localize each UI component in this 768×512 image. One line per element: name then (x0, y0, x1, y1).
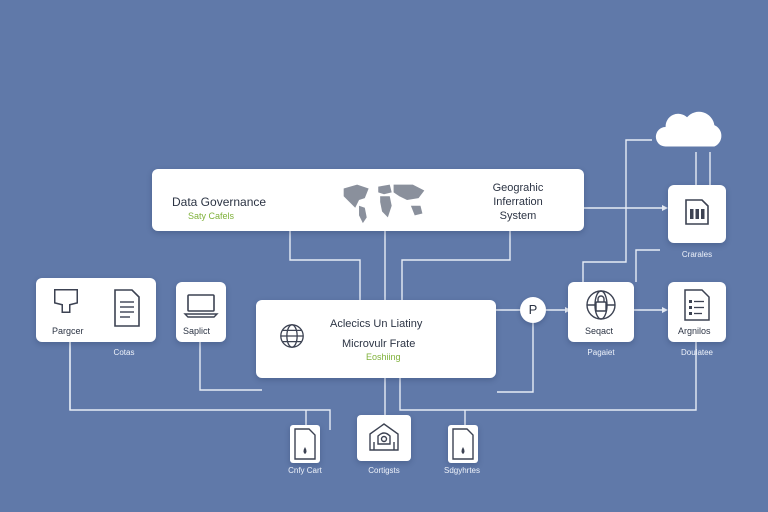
top-right-node (668, 185, 726, 243)
governance-banner: Data Governance Saty Cafels Geograhic In… (152, 169, 584, 231)
right-node: Seqact (568, 282, 634, 342)
left-node-label: Pargcer (52, 326, 84, 336)
mid-left-node: Saplict (176, 282, 226, 342)
bottom-node-3 (448, 425, 478, 463)
center-card-title: Aclecics Un Liatiny (330, 318, 423, 330)
globe-icon (280, 324, 304, 348)
file-table-icon (685, 199, 709, 225)
laptop-icon (183, 294, 219, 318)
center-card-subtitle: Microvulr Frate (342, 338, 416, 350)
list-document-icon (684, 289, 710, 321)
bottom-node-2-label: Cortigsts (368, 466, 400, 475)
bottom-node-2 (357, 415, 411, 461)
world-map-icon (343, 184, 425, 224)
document-icon (114, 289, 140, 327)
cloud-icon (655, 111, 722, 147)
bottom-node-1-label: Cnfy Cart (288, 466, 322, 475)
top-right-caption: Crarales (681, 250, 713, 259)
bookmark-icon (54, 289, 78, 313)
far-right-node-caption: Doulatee (680, 348, 714, 357)
far-right-node-label: Argnilos (678, 326, 711, 336)
banner-right-title-1: Geograhic (492, 182, 544, 194)
p-node: P (520, 297, 546, 323)
file-drop-icon (452, 428, 474, 460)
center-card-accent: Eoshiing (366, 352, 401, 362)
bottom-node-3-label: Sdgyhrtes (443, 466, 481, 475)
right-node-label: Seqact (585, 326, 614, 336)
shield-building-icon (369, 423, 399, 451)
banner-left-title: Data Governance (172, 195, 267, 209)
left-node-caption: Cotas (113, 348, 135, 357)
far-right-node: Argnilos (668, 282, 726, 342)
lock-globe-icon (586, 290, 616, 320)
right-node-caption: Pagaiet (587, 348, 615, 357)
banner-right-title-2: Inferration (493, 196, 543, 208)
bottom-node-1 (290, 425, 320, 463)
center-card: Aclecics Un Liatiny Microvulr Frate Eosh… (256, 300, 496, 378)
p-node-label: P (528, 302, 538, 317)
file-drop-icon (294, 428, 316, 460)
banner-right-title-3: System (499, 210, 537, 222)
mid-left-node-label: Saplict (183, 326, 211, 336)
banner-left-subtitle: Saty Cafels (188, 211, 235, 221)
left-node: Pargcer (36, 278, 156, 342)
